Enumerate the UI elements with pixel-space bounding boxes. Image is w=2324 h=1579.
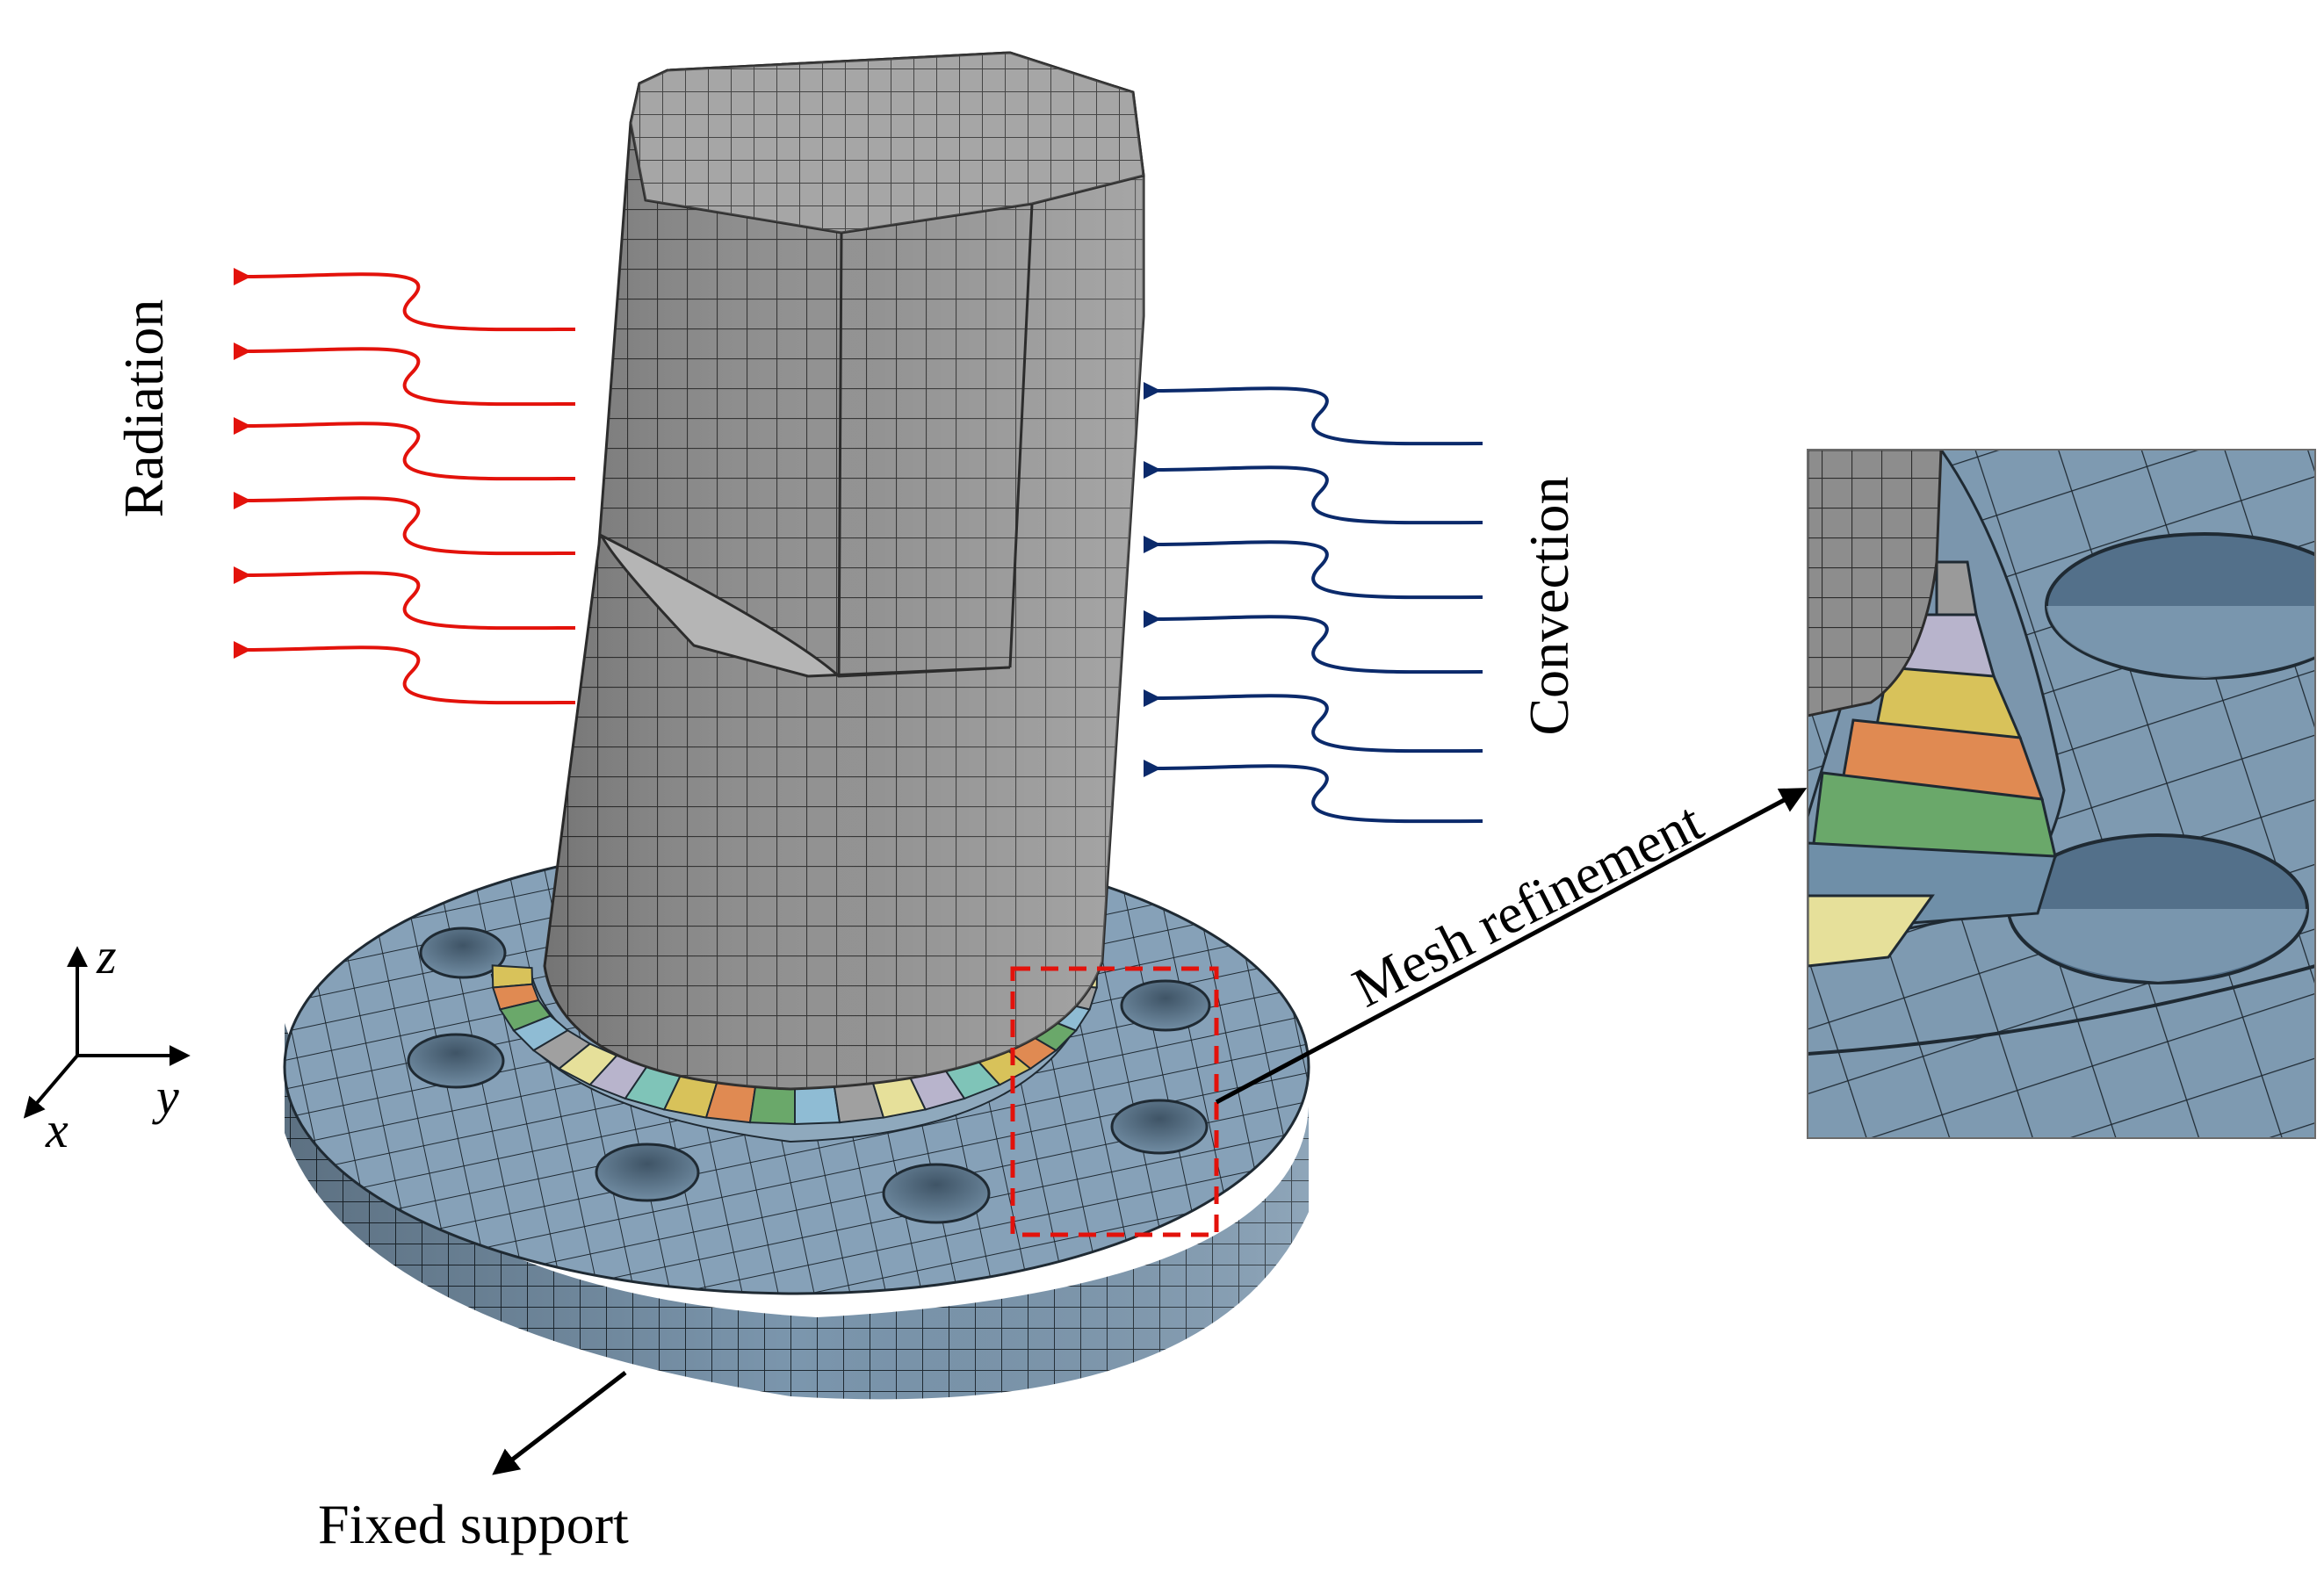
mesh-refinement-leader-arrow [1215, 788, 1808, 1105]
radiation-arrow-1 [233, 268, 576, 332]
y-axis-label: y [152, 1068, 179, 1125]
shaft-notch [598, 532, 1011, 678]
x-axis-label: x [45, 1101, 69, 1158]
shaft [543, 51, 1145, 1091]
detail-fillet-band [1808, 894, 1935, 968]
mesh-refinement-box [1010, 966, 1219, 1237]
convection-arrow-4 [1143, 610, 1483, 674]
convection-arrow-2 [1143, 461, 1483, 525]
coordinate-triad: z y x [23, 927, 191, 1158]
fixed-support-label: Fixed support [318, 1493, 629, 1555]
radiation-label: Radiation [112, 299, 175, 518]
shaft-top-face [629, 51, 1145, 234]
convection-arrows [1143, 382, 1483, 824]
convection-label: Convection [1518, 476, 1580, 735]
radiation-arrow-4 [233, 492, 576, 556]
radiation-arrow-3 [233, 417, 576, 481]
bolt-holes [407, 926, 1211, 1224]
z-axis-label: z [96, 927, 117, 984]
mesh-refinement-detail-inset [1808, 450, 2315, 1138]
convection-arrow-3 [1143, 536, 1483, 600]
detail-shaft [1808, 450, 1943, 717]
convection-arrow-1 [1143, 382, 1483, 446]
radiation-arrow-2 [233, 342, 576, 407]
fixed-support-leader-arrow [492, 1371, 627, 1475]
radiation-arrows [233, 268, 576, 705]
radiation-arrow-5 [233, 566, 576, 631]
convection-arrow-5 [1143, 689, 1483, 753]
convection-arrow-6 [1143, 760, 1483, 824]
radiation-arrow-6 [233, 641, 576, 705]
mesh-refinement-label: Mesh refinement [1343, 790, 1712, 1019]
